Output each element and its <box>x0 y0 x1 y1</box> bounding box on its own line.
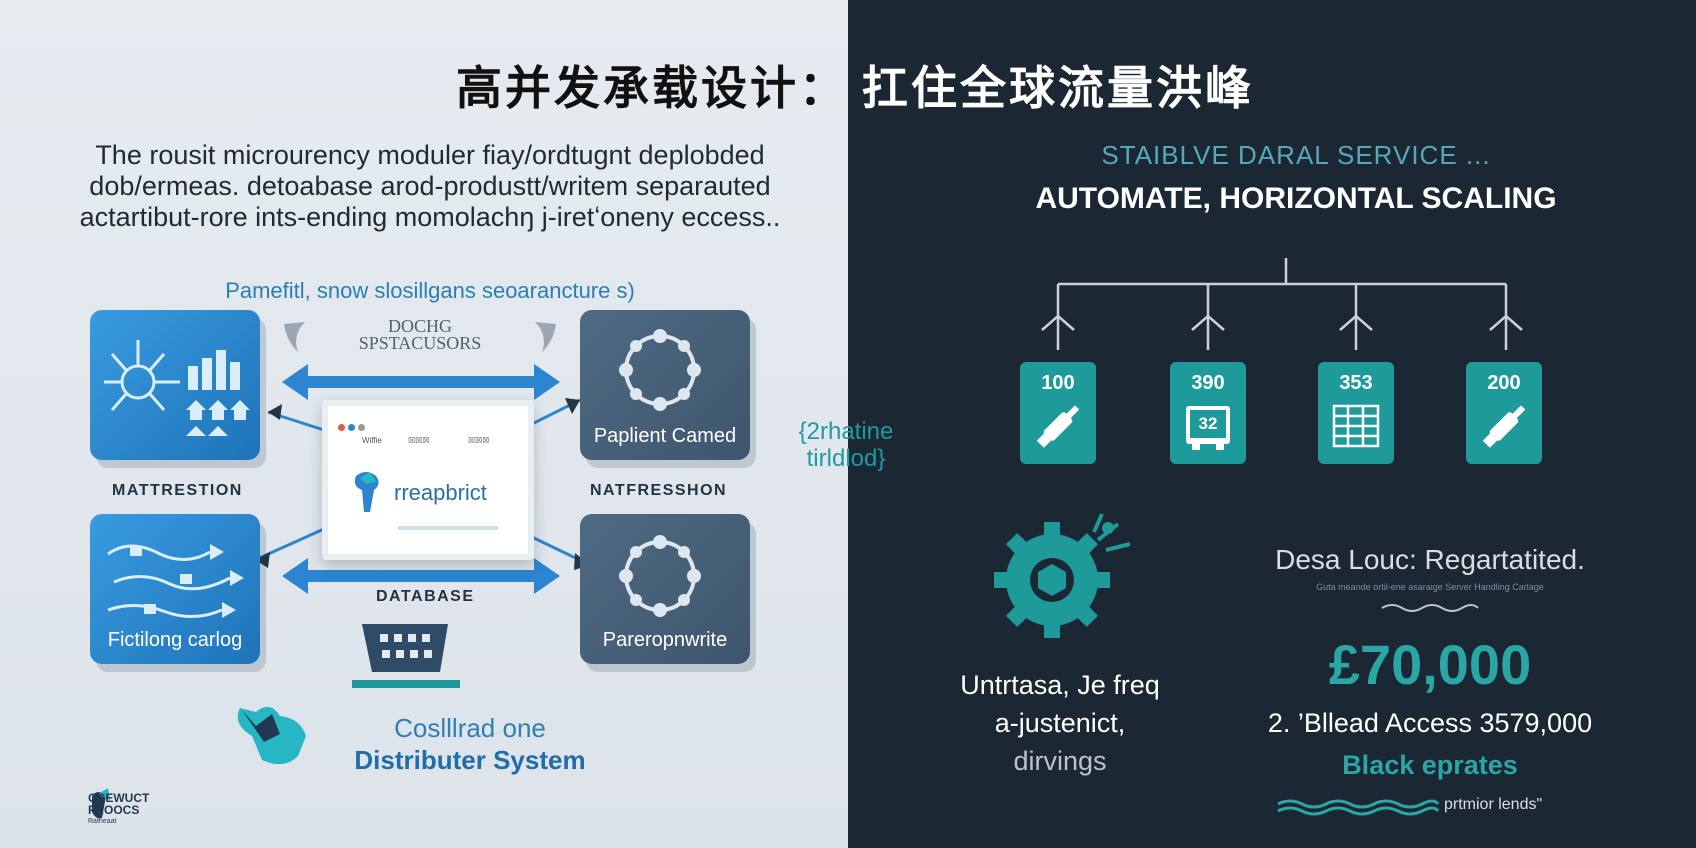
docs-label-line: DOCHG <box>387 316 452 336</box>
premior-text: prtmior lends" <box>1444 796 1543 813</box>
gear-ring-icon <box>619 535 701 617</box>
page-title: 高并发承载设计： 扛住全球流量洪峰 <box>0 52 1696 118</box>
docs-label-line: SPSTACUSORS <box>358 333 482 353</box>
docs-label: DOCHG SPSTACUSORS <box>320 316 520 353</box>
wave-divider-icon <box>1381 604 1479 612</box>
right-left-line: Untrtasa, Je freq <box>960 670 1160 700</box>
database-label: DATABASE <box>376 588 475 605</box>
pointer-arrowhead-icon <box>268 404 282 420</box>
card-dot-icon <box>338 424 345 431</box>
card-mini-label: ☒☒☒ <box>408 436 430 445</box>
tile-top-left <box>90 310 260 460</box>
tile-top-right-caption: NATFRESSHON <box>590 482 728 499</box>
cloud-hand-icon <box>237 706 306 765</box>
right-left-text: Untrtasa, Je freq a-justenict, dirvings <box>930 666 1190 780</box>
page-title-left: 高并发承载设计： <box>456 61 848 115</box>
card-bar <box>398 526 498 530</box>
tile-top-left-caption: MATTRESTION <box>112 482 243 499</box>
wave-divider-icon <box>1277 799 1440 816</box>
card-dots <box>338 416 365 435</box>
desc-small: Guta meande ortil-ene asaraige Server Ha… <box>1316 582 1544 592</box>
tile-bottom-right-label: Pareropnwrite <box>602 629 728 651</box>
top-double-arrow-icon <box>282 364 560 400</box>
server-node: 200 <box>1466 362 1542 464</box>
cloud-text-line: Coslllrad one <box>394 713 546 743</box>
brand-logo-icon <box>354 472 379 512</box>
tile-top-right: Paplient Camed <box>580 310 750 460</box>
right-panel <box>848 0 1696 848</box>
node-value: 100 <box>1041 372 1075 394</box>
flow-arrows-icon <box>107 544 244 618</box>
teal-note-line: tirldlod} <box>806 445 886 472</box>
pointer-arrowhead-icon <box>255 552 270 568</box>
intro-line: actartibut-rore ints-ending momolachŋ j-… <box>79 202 781 232</box>
center-teal-note: {2rhatine tirldlod} <box>776 418 916 472</box>
pointer-arrowhead-icon <box>565 398 580 414</box>
grid-table-icon <box>1332 404 1380 448</box>
syringe-icon <box>1036 405 1080 448</box>
card-mini-label: Wiffie <box>362 436 382 445</box>
bracket-left-icon <box>284 322 305 352</box>
footer-logo-text: CCEWUCT FROOCS Ratheaat <box>88 792 149 828</box>
syringe-icon <box>1482 405 1526 448</box>
right-heading: AUTOMATE, HORIZONTAL SCALING <box>1035 182 1557 215</box>
center-card: Wiffie ☒☒☒ ☒☒☒ rreapbrict <box>322 400 534 560</box>
tile-bottom-left: Fictilong carlog <box>90 514 260 664</box>
footer-logo-line: FROOCS <box>88 803 140 817</box>
load-balancer-tree <box>1041 258 1523 350</box>
right-subheading: STAIBLVE DARAL SERVICE ... <box>1101 140 1491 170</box>
footer-logo-icon <box>92 788 110 819</box>
big-amount: £70,000 <box>1328 633 1532 696</box>
tile-bottom-left-label: Fictilong carlog <box>107 629 243 651</box>
node-sub-value: 32 <box>1198 414 1218 433</box>
black-eprates: Black eprates <box>1342 750 1518 780</box>
right-left-line: a-justenict, <box>994 708 1126 738</box>
cloud-text-line: Distributer System <box>354 745 586 775</box>
card-mini-label: ☒☒☒ <box>468 436 490 445</box>
gear-icon <box>994 513 1131 638</box>
server-chip-icon <box>1186 406 1230 450</box>
card-dot-icon <box>358 424 365 431</box>
network-graph-icon <box>104 340 250 436</box>
cloud-system-text: Coslllrad one Distributer System <box>320 712 620 776</box>
desc-title: Desa Louc: Regartatited. <box>1275 544 1585 575</box>
tile-bottom-right: Pareropnwrite <box>580 514 750 664</box>
gear-ring-icon <box>619 329 701 411</box>
antenna-icons <box>1041 314 1523 331</box>
tile-top-right-label: Paplient Camed <box>593 425 737 447</box>
node-value: 390 <box>1191 372 1225 394</box>
right-left-line: dirvings <box>1013 746 1107 776</box>
intro-line: The rousit microurency moduler fiay/ordt… <box>95 140 765 170</box>
footer-logo-line: CCEWUCT <box>88 791 150 805</box>
intro-line: dob/ermeas. detoabase arod-produstt/writ… <box>89 171 771 201</box>
card-dot-icon <box>348 424 355 431</box>
cart-database-icon <box>352 624 460 688</box>
node-value: 353 <box>1339 372 1373 394</box>
bracket-right-icon <box>535 322 556 352</box>
sub-caption: Pamefitl, snow slosillgans seoarancture … <box>225 278 635 303</box>
server-node: 100 <box>1020 362 1096 464</box>
left-connectors <box>92 322 591 819</box>
access-line: 2. ’Bllead Access 3579,000 <box>1267 708 1593 738</box>
intro-paragraph: The rousit microurency moduler fiay/ordt… <box>60 140 800 233</box>
teal-note-line: {2rhatine <box>798 418 894 445</box>
page-title-right: 扛住全球流量洪峰 <box>862 61 1254 115</box>
bottom-double-arrow-icon <box>282 558 560 594</box>
node-value: 200 <box>1487 372 1521 394</box>
footer-logo-line: Ratheaat <box>88 818 117 825</box>
server-node: 353 <box>1318 362 1394 464</box>
server-node: 390 32 <box>1170 362 1246 464</box>
card-brand-name: rreapbrict <box>394 480 487 505</box>
